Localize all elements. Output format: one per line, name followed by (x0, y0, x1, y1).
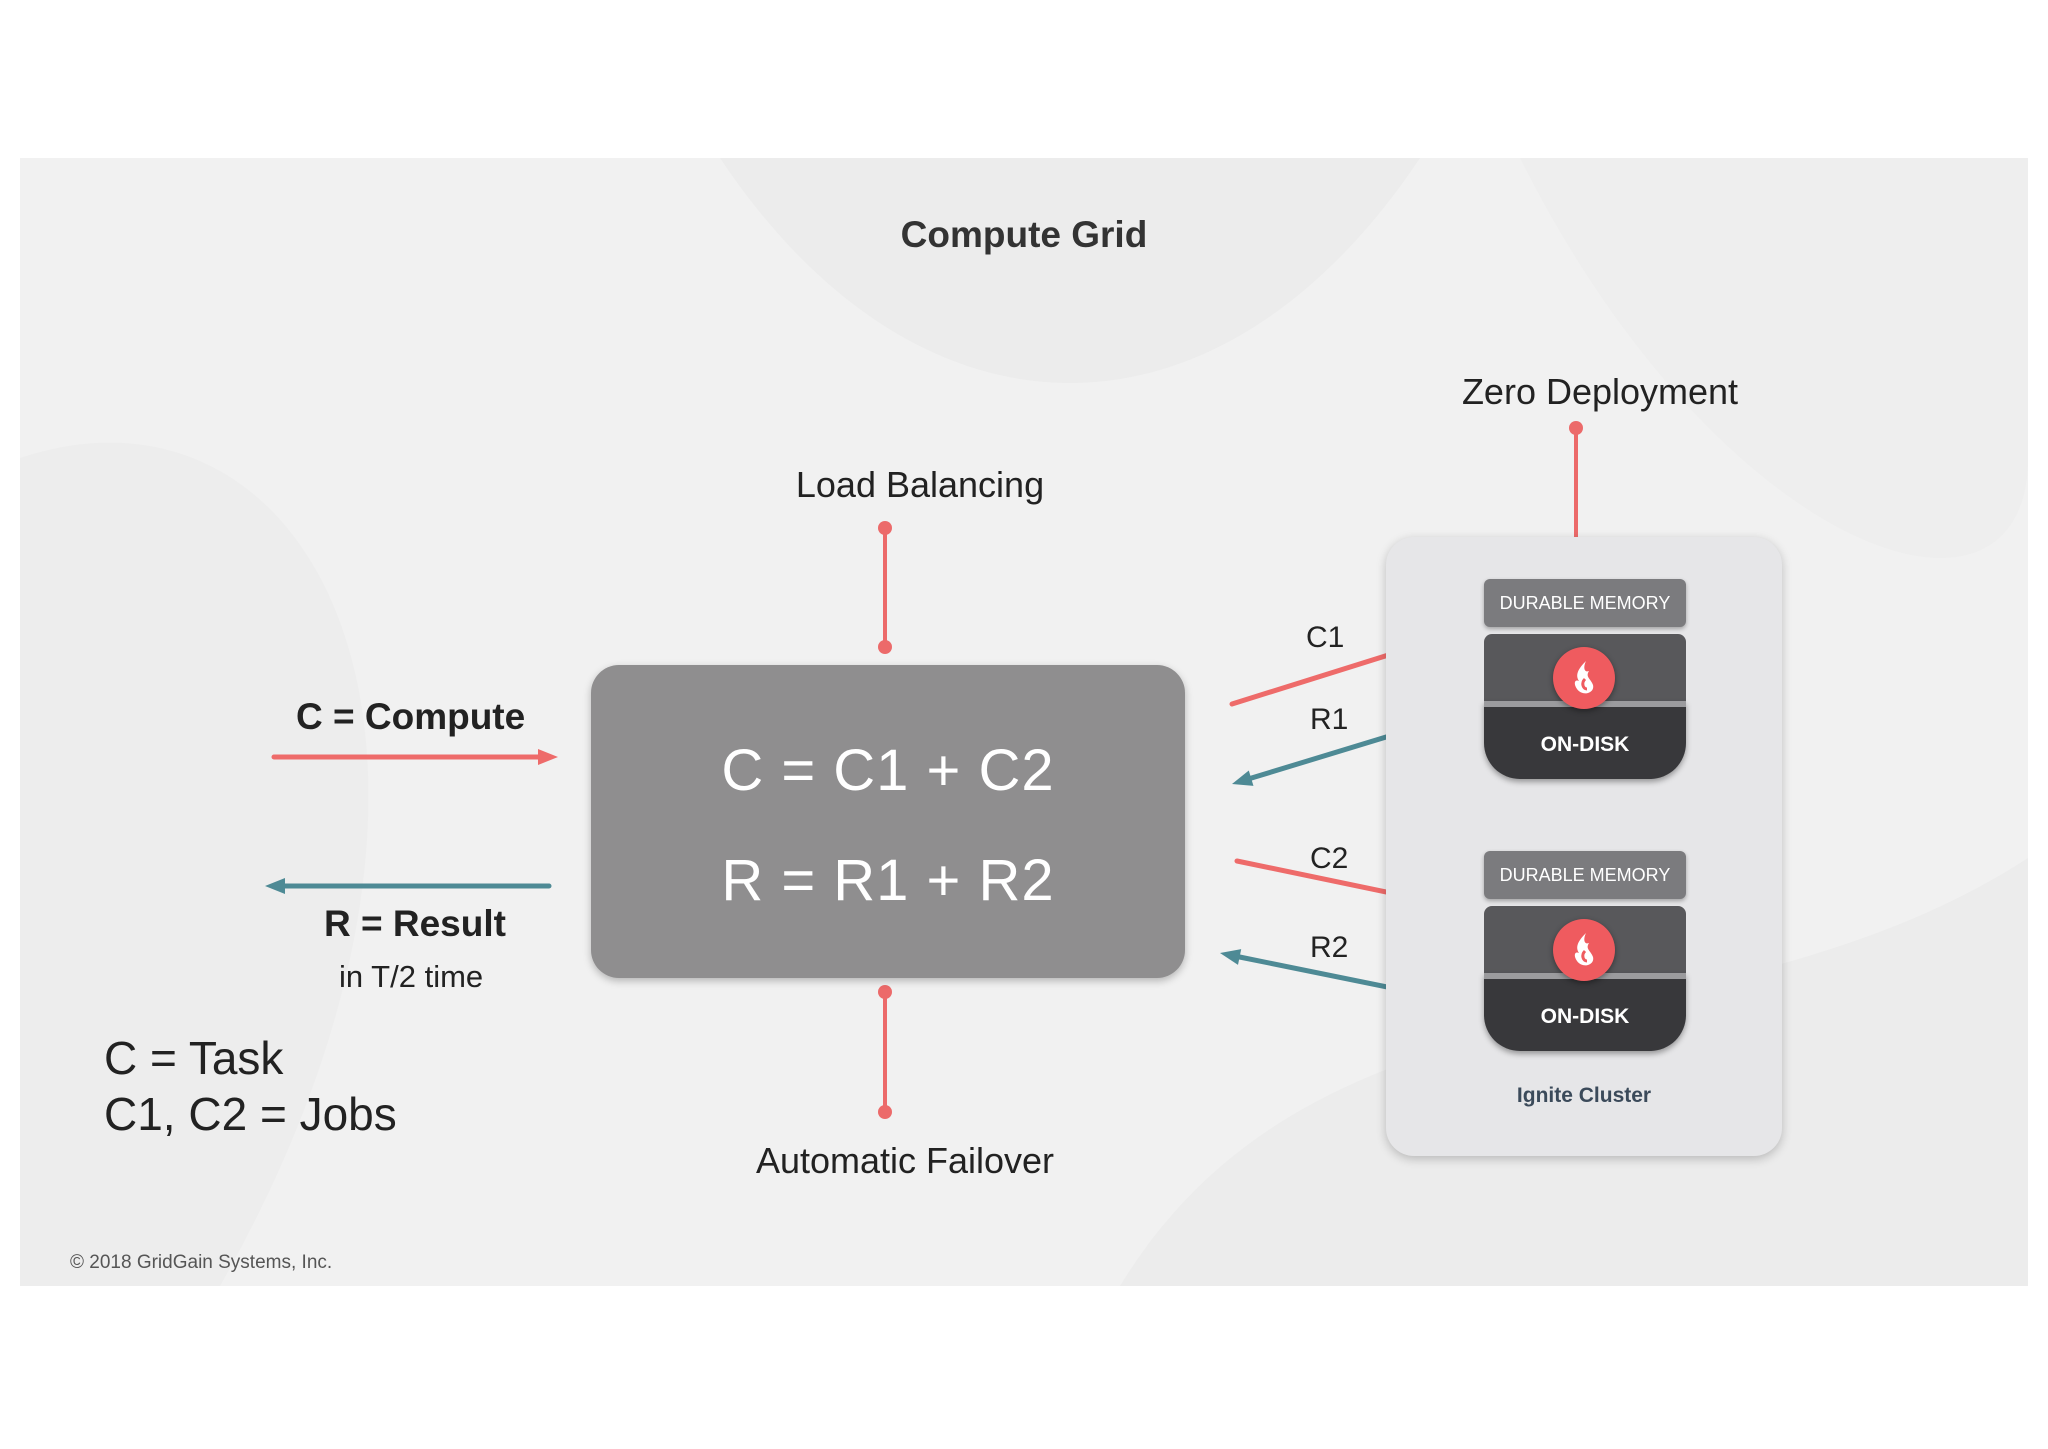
load-balancing-connector-end-bottom (878, 640, 892, 654)
durable-memory-label: DURABLE MEMORY (1484, 579, 1686, 627)
compute-label: C = Compute (296, 696, 526, 737)
load-balancing-connector-end-top (878, 521, 892, 535)
slide: Compute Grid Load Balancing Zero Deploym… (20, 158, 2028, 1286)
automatic-failover-connector-end-top (878, 985, 892, 999)
legend-task: C = Task (104, 1032, 284, 1084)
durable-memory-label: DURABLE MEMORY (1484, 851, 1686, 899)
result-equation: R = R1 + R2 (721, 848, 1055, 913)
compute-box: C = C1 + C2 R = R1 + R2 (591, 665, 1185, 978)
on-disk-label: ON-DISK (1484, 973, 1686, 1051)
r1-arrow-head (1232, 770, 1254, 786)
ignite-flame-icon (1553, 647, 1615, 709)
load-balancing-label: Load Balancing (795, 464, 1045, 505)
connector-layer (265, 421, 1626, 1119)
c1-arrow-label: C1 (1306, 621, 1345, 654)
background-swirl (20, 158, 2028, 1286)
legend-jobs: C1, C2 = Jobs (104, 1088, 397, 1140)
result-label: R = Result (324, 903, 506, 944)
ignite-cluster-label: Ignite Cluster (1516, 1084, 1652, 1107)
zero-deployment-connector-end-top (1569, 421, 1583, 435)
r2-arrow-head (1220, 949, 1242, 965)
compute-arrow-head (538, 749, 558, 765)
c2-arrow-label: C2 (1310, 842, 1349, 875)
r1-arrow-label: R1 (1310, 703, 1349, 736)
result-arrow-head (265, 878, 285, 894)
automatic-failover-label: Automatic Failover (755, 1140, 1055, 1181)
copyright-text: © 2018 GridGain Systems, Inc. (70, 1252, 333, 1273)
zero-deployment-label: Zero Deployment (1461, 371, 1739, 412)
r2-arrow-label: R2 (1310, 931, 1349, 964)
automatic-failover-connector-end-bottom (878, 1105, 892, 1119)
result-time-label: in T/2 time (339, 959, 484, 994)
ignite-flame-icon (1553, 919, 1615, 981)
on-disk-label: ON-DISK (1484, 701, 1686, 779)
diagram-title: Compute Grid (900, 214, 1148, 255)
ignite-cluster-panel (1386, 537, 1782, 1156)
compute-equation: C = C1 + C2 (721, 738, 1055, 803)
